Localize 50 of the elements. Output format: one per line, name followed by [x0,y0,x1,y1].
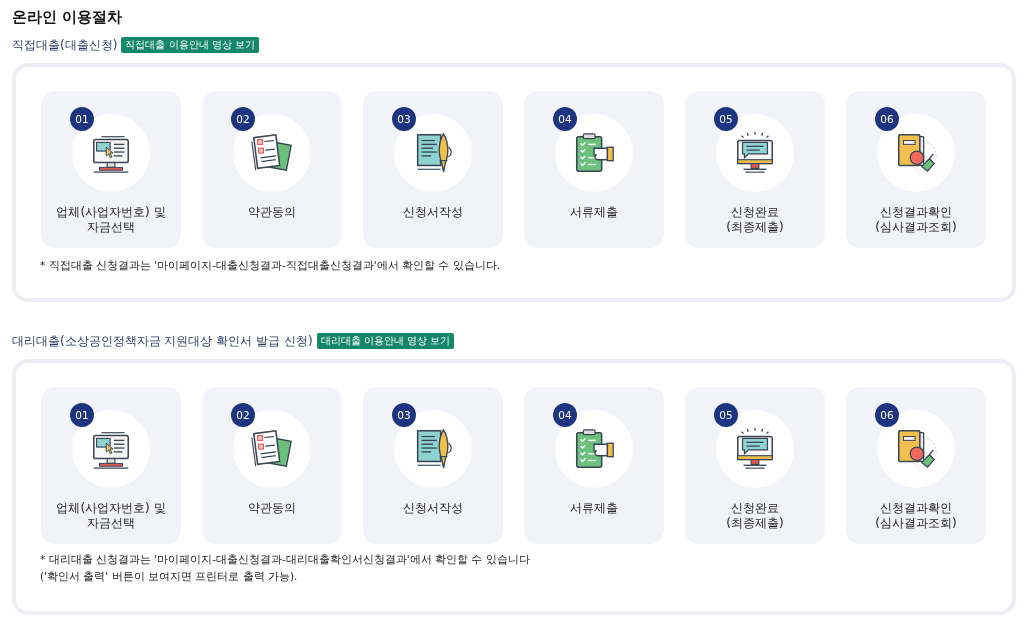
step-card [846,91,986,248]
step-card [41,91,181,248]
step-card [685,91,825,248]
step-label: 서류제출 [570,205,618,220]
step-label: 신청완료 [731,205,779,220]
step-card [363,387,503,544]
step-label: 신청결과확인 [880,205,952,220]
step-number-badge: 05 [714,403,738,427]
section-heading: 대리대출(소상공인정책자금 지원대상 확인서 발급 신청) [12,332,313,350]
step-label: 신청결과확인 [880,501,952,516]
step-number-badge: 04 [553,107,577,131]
video-guide-button: 직접대출 이용안내 영상 보기 [121,37,259,53]
step-number-badge: 02 [231,403,255,427]
step-label: 신청서작성 [403,501,463,516]
panel [12,359,1016,615]
step-card [524,91,664,248]
step-number-badge: 01 [70,107,94,131]
video-guide-button: 대리대출 이용안내 영상 보기 [316,333,455,349]
step-label: (심사결과조회) [875,516,957,531]
step-number-badge: 03 [392,107,416,131]
panel [12,63,1016,302]
step-label: 업체(사업자번호) 및 자금선택 [55,501,167,531]
page-title: 온라인 이용절차 [12,8,123,27]
step-label: (심사결과조회) [875,220,957,235]
step-label: 신청서작성 [403,205,463,220]
note-text: * 대리대출 신청결과는 '마이페이지-대출신청결과-대리대출확인서신청결과'에서 확인할 수 있습니다 [40,552,530,567]
step-label: 신청완료 [731,501,779,516]
step-card [41,387,181,544]
step-card [202,91,342,248]
step-number-badge: 06 [875,403,899,427]
step-number-badge: 02 [231,107,255,131]
step-label: 업체(사업자번호) 및 자금선택 [55,205,167,235]
step-card [685,387,825,544]
step-number-badge: 03 [392,403,416,427]
step-label: 서류제출 [570,501,618,516]
step-number-badge: 04 [553,403,577,427]
step-card [202,387,342,544]
step-number-badge: 06 [875,107,899,131]
step-label: (최종제출) [726,516,784,531]
step-card [363,91,503,248]
note-text: ('확인서 출력' 버튼이 보여지면 프린터로 출력 가능). [40,569,298,584]
step-label: 약관동의 [248,205,296,220]
step-number-badge: 05 [714,107,738,131]
step-label: (최종제출) [726,220,784,235]
note-text: * 직접대출 신청결과는 '마이페이지-대출신청결과-직접대출신청결과'에서 확인할 수 있습니다. [40,258,500,273]
section-heading: 직접대출(대출신청) [12,36,118,54]
step-card [524,387,664,544]
step-card [846,387,986,544]
step-label: 약관동의 [248,501,296,516]
step-number-badge: 01 [70,403,94,427]
